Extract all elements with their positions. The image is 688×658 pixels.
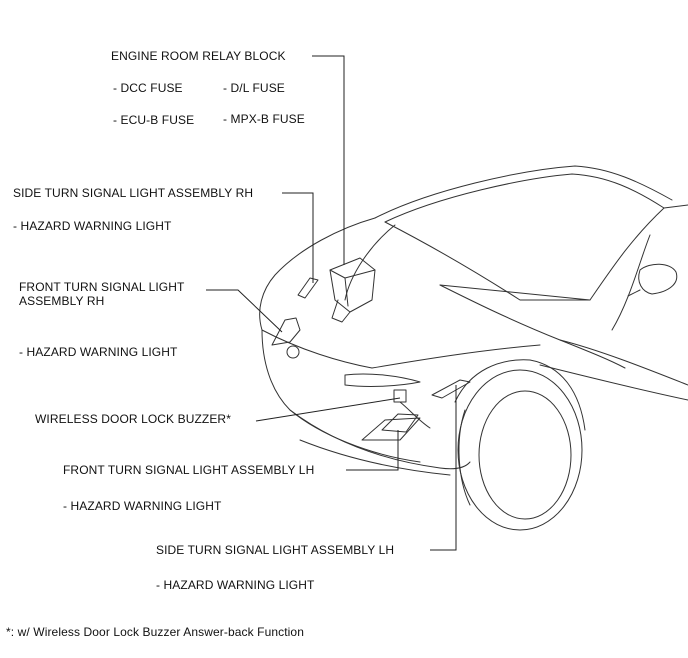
relay-block [329,257,376,313]
label-mpx-b-fuse: - MPX-B FUSE [223,112,305,126]
bumper-top [261,329,421,463]
side-turn-lh-lamp [431,379,471,399]
label-hazard-1: - HAZARD WARNING LIGHT [13,219,172,233]
leader-front-turn-rh [206,289,283,333]
leader-side-turn-lh [430,385,457,551]
label-ecu-b-fuse: - ECU-B FUSE [113,113,195,127]
headlamp-rh [271,317,301,346]
leader-relay [312,55,345,265]
relay-block-top [329,269,376,279]
leader-front-turn-lh [346,430,399,471]
footnote: *: w/ Wireless Door Lock Buzzer Answer-b… [6,625,304,639]
windshield [384,207,665,301]
door-edge [611,234,651,331]
label-dcc-fuse: - DCC FUSE [113,81,183,95]
label-front-turn-rh-line1: FRONT TURN SIGNAL LIGHT [19,280,185,294]
hood-front [261,329,373,369]
side-turn-rh-lamp [297,277,319,299]
buzzer-body [393,389,407,403]
rh-lamp-circle [286,345,300,359]
roof-outline [374,165,673,219]
wheel-arch [454,359,586,431]
label-hazard-2: - HAZARD WARNING LIGHT [19,345,178,359]
intake-vent [344,373,421,387]
label-side-turn-lh: SIDE TURN SIGNAL LIGHT ASSEMBLY LH [156,543,395,557]
label-engine-room-relay-block: ENGINE ROOM RELAY BLOCK [111,49,286,63]
fog-vent [361,417,421,441]
leader-side-turn-rh [282,192,314,283]
bumper-lower [289,409,471,470]
label-front-turn-rh-line2: ASSEMBLY RH [19,294,105,308]
side-mirror [638,263,678,295]
label-front-turn-lh: FRONT TURN SIGNAL LIGHT ASSEMBLY LH [63,463,315,477]
relay-block-bracket [331,299,351,323]
buzzer-wire [399,401,431,429]
label-wireless-buzzer: WIRELESS DOOR LOCK BUZZER* [35,412,231,426]
body-lower [539,364,688,401]
hood-shut-line [371,344,541,369]
hood-crease [344,224,396,301]
headlamp-lh [381,413,419,433]
label-side-turn-rh: SIDE TURN SIGNAL LIGHT ASSEMBLY RH [13,186,254,200]
label-dl-fuse: - D/L FUSE [223,81,285,95]
roof-outline-inner [384,173,665,223]
hood-rear [439,284,626,369]
label-hazard-3: - HAZARD WARNING LIGHT [63,499,222,513]
tire-outer [457,369,583,531]
a-pillar [663,204,688,209]
label-hazard-4: - HAZARD WARNING LIGHT [156,578,315,592]
chin-spoiler [299,439,451,476]
hood-left [259,217,376,331]
leader-buzzer [255,397,401,422]
windshield-base [439,284,591,301]
relay-cover-detail [344,277,349,307]
body-side-line [559,339,688,386]
mirror-stalk [627,289,641,297]
tire-inner [478,390,572,520]
tire-left-edge [458,409,471,506]
